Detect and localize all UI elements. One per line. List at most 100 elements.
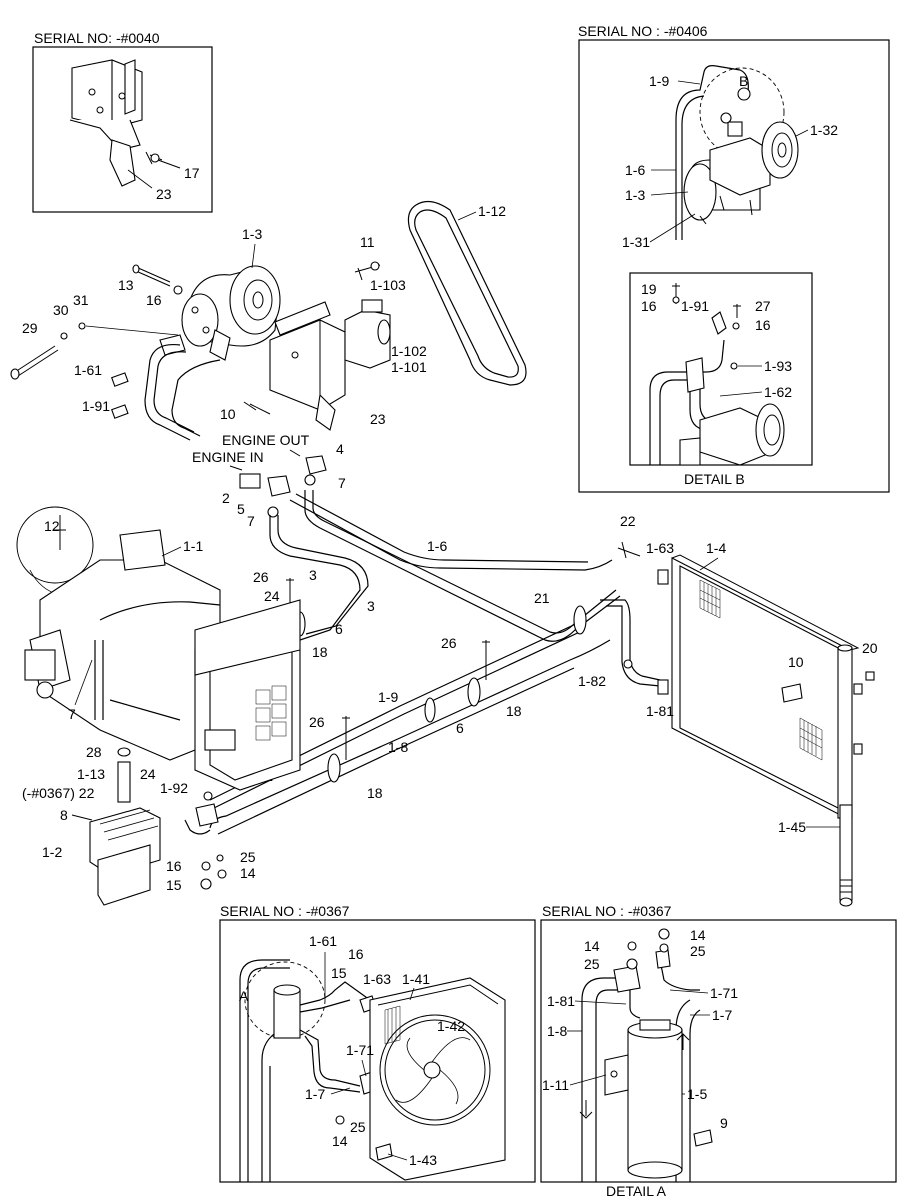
label-1-6: 1-6 <box>427 538 447 554</box>
label-30: 30 <box>53 302 69 318</box>
hvac-grid <box>255 685 287 741</box>
label-15-lower: 15 <box>166 877 182 893</box>
label-1-92: 1-92 <box>160 780 188 796</box>
label-25-right: 25 <box>690 943 706 959</box>
controller-1-2 <box>89 807 161 906</box>
hoses-compressor <box>144 343 221 441</box>
label-1-91-detail-b: 1-91 <box>681 298 709 314</box>
condenser-mesh <box>699 579 823 761</box>
label-1-101: 1-101 <box>391 359 427 375</box>
title-detail-a: DETAIL A <box>606 1183 667 1199</box>
label-16-left: 16 <box>348 946 364 962</box>
label-1-5: 1-5 <box>687 1086 707 1102</box>
label-11: 11 <box>360 234 375 250</box>
label-15-left: 15 <box>331 965 347 981</box>
label-1-103: 1-103 <box>370 277 406 293</box>
inset-box-detail-b <box>629 272 813 466</box>
label-1-62: 1-62 <box>764 384 792 400</box>
label-20: 20 <box>862 640 878 656</box>
title-serial-0040: SERIAL NO: -#0040 <box>34 30 160 46</box>
label-1-32: 1-32 <box>810 122 838 138</box>
title-serial-0406: SERIAL NO : -#0406 <box>578 23 708 39</box>
label-19: 19 <box>641 281 657 297</box>
compressor-1-3 <box>159 265 281 361</box>
label-1-7-left: 1-7 <box>305 1086 325 1102</box>
label-26-c: 26 <box>309 714 325 730</box>
label-1-3-inset: 1-3 <box>625 187 645 203</box>
label-6-b: 6 <box>456 720 464 736</box>
label-1-12: 1-12 <box>478 203 506 219</box>
bracket-23 <box>269 301 346 431</box>
label-10-right: 10 <box>788 654 804 670</box>
label-1-63: 1-63 <box>646 540 674 556</box>
label-9: 9 <box>720 1115 728 1131</box>
label-5: 5 <box>237 501 245 517</box>
label-23: 23 <box>370 411 386 427</box>
label-2: 2 <box>222 490 230 506</box>
label-26-a: 26 <box>253 569 269 585</box>
label-23-inset: 23 <box>156 186 172 202</box>
hvac-unit-1-1 <box>16 506 301 791</box>
label-1-81-right: 1-81 <box>547 993 575 1009</box>
title-detail-b: DETAIL B <box>684 471 745 487</box>
label-1-3: 1-3 <box>242 226 262 242</box>
label-4: 4 <box>336 441 344 457</box>
bracket-drawing-0040 <box>69 59 181 189</box>
label-25-left: 25 <box>350 1119 366 1135</box>
label-25-lower: 25 <box>240 849 256 865</box>
part-1-13 <box>117 761 131 803</box>
label-16-detail-b-right: 16 <box>755 317 771 333</box>
detail-b-drawing <box>649 283 785 466</box>
label-1-63-left: 1-63 <box>363 971 391 987</box>
label-1-91: 1-91 <box>82 398 110 414</box>
label-22-lower: (-#0367) 22 <box>22 785 95 801</box>
part-1-45 <box>839 804 853 907</box>
label-17: 17 <box>184 165 200 181</box>
label-1-4: 1-4 <box>706 540 726 556</box>
label-1-9: 1-9 <box>378 689 398 705</box>
label-1-6-inset: 1-6 <box>625 162 645 178</box>
inset-box-serial-0406 <box>578 39 890 493</box>
left-0367-drawing <box>239 959 506 1182</box>
label-12: 12 <box>44 518 60 534</box>
label-16-top: 16 <box>146 292 162 308</box>
detail-a-drawing <box>579 928 713 1182</box>
label-7-b: 7 <box>247 513 255 529</box>
label-26-b: 26 <box>441 635 457 651</box>
label-1-1: 1-1 <box>183 538 203 554</box>
label-1-11: 1-11 <box>542 1077 569 1093</box>
label-25-right-left: 25 <box>584 956 600 972</box>
label-1-7-right: 1-7 <box>712 1007 732 1023</box>
label-engine-in: ENGINE IN <box>192 449 264 465</box>
label-1-8: 1-8 <box>388 739 408 755</box>
label-14-right: 14 <box>690 927 706 943</box>
label-3-b: 3 <box>367 598 375 614</box>
label-24-a: 24 <box>264 588 280 604</box>
label-29: 29 <box>22 320 38 336</box>
fittings-1-61-1-91 <box>111 372 129 419</box>
label-1-61: 1-61 <box>74 362 102 378</box>
label-1-31: 1-31 <box>622 234 650 250</box>
label-1-102: 1-102 <box>391 343 427 359</box>
label-27: 27 <box>755 298 771 314</box>
label-1-43: 1-43 <box>409 1152 437 1168</box>
label-1-81: 1-81 <box>646 703 674 719</box>
label-22-top: 22 <box>620 513 636 529</box>
label-14-right-left: 14 <box>584 938 600 954</box>
title-serial-0367-left: SERIAL NO : -#0367 <box>220 903 350 919</box>
label-a-marker: A <box>239 988 249 1004</box>
label-1-82-upper: 1-82 <box>578 673 606 689</box>
label-b-marker: B <box>739 73 748 89</box>
bracket-1-101-1-102 <box>344 299 391 369</box>
label-1-8-right: 1-8 <box>547 1023 567 1039</box>
label-1-61-left: 1-61 <box>309 933 337 949</box>
valves-2-4-5 <box>239 455 327 518</box>
label-10-top: 10 <box>220 406 236 422</box>
label-16-detail-b-left: 16 <box>641 298 657 314</box>
label-7-a: 7 <box>338 475 346 491</box>
label-1-71-right: 1-71 <box>710 985 738 1001</box>
label-31: 31 <box>73 292 89 308</box>
label-1-13: 1-13 <box>77 766 105 782</box>
inset-box-serial-0367-right <box>540 919 897 1183</box>
